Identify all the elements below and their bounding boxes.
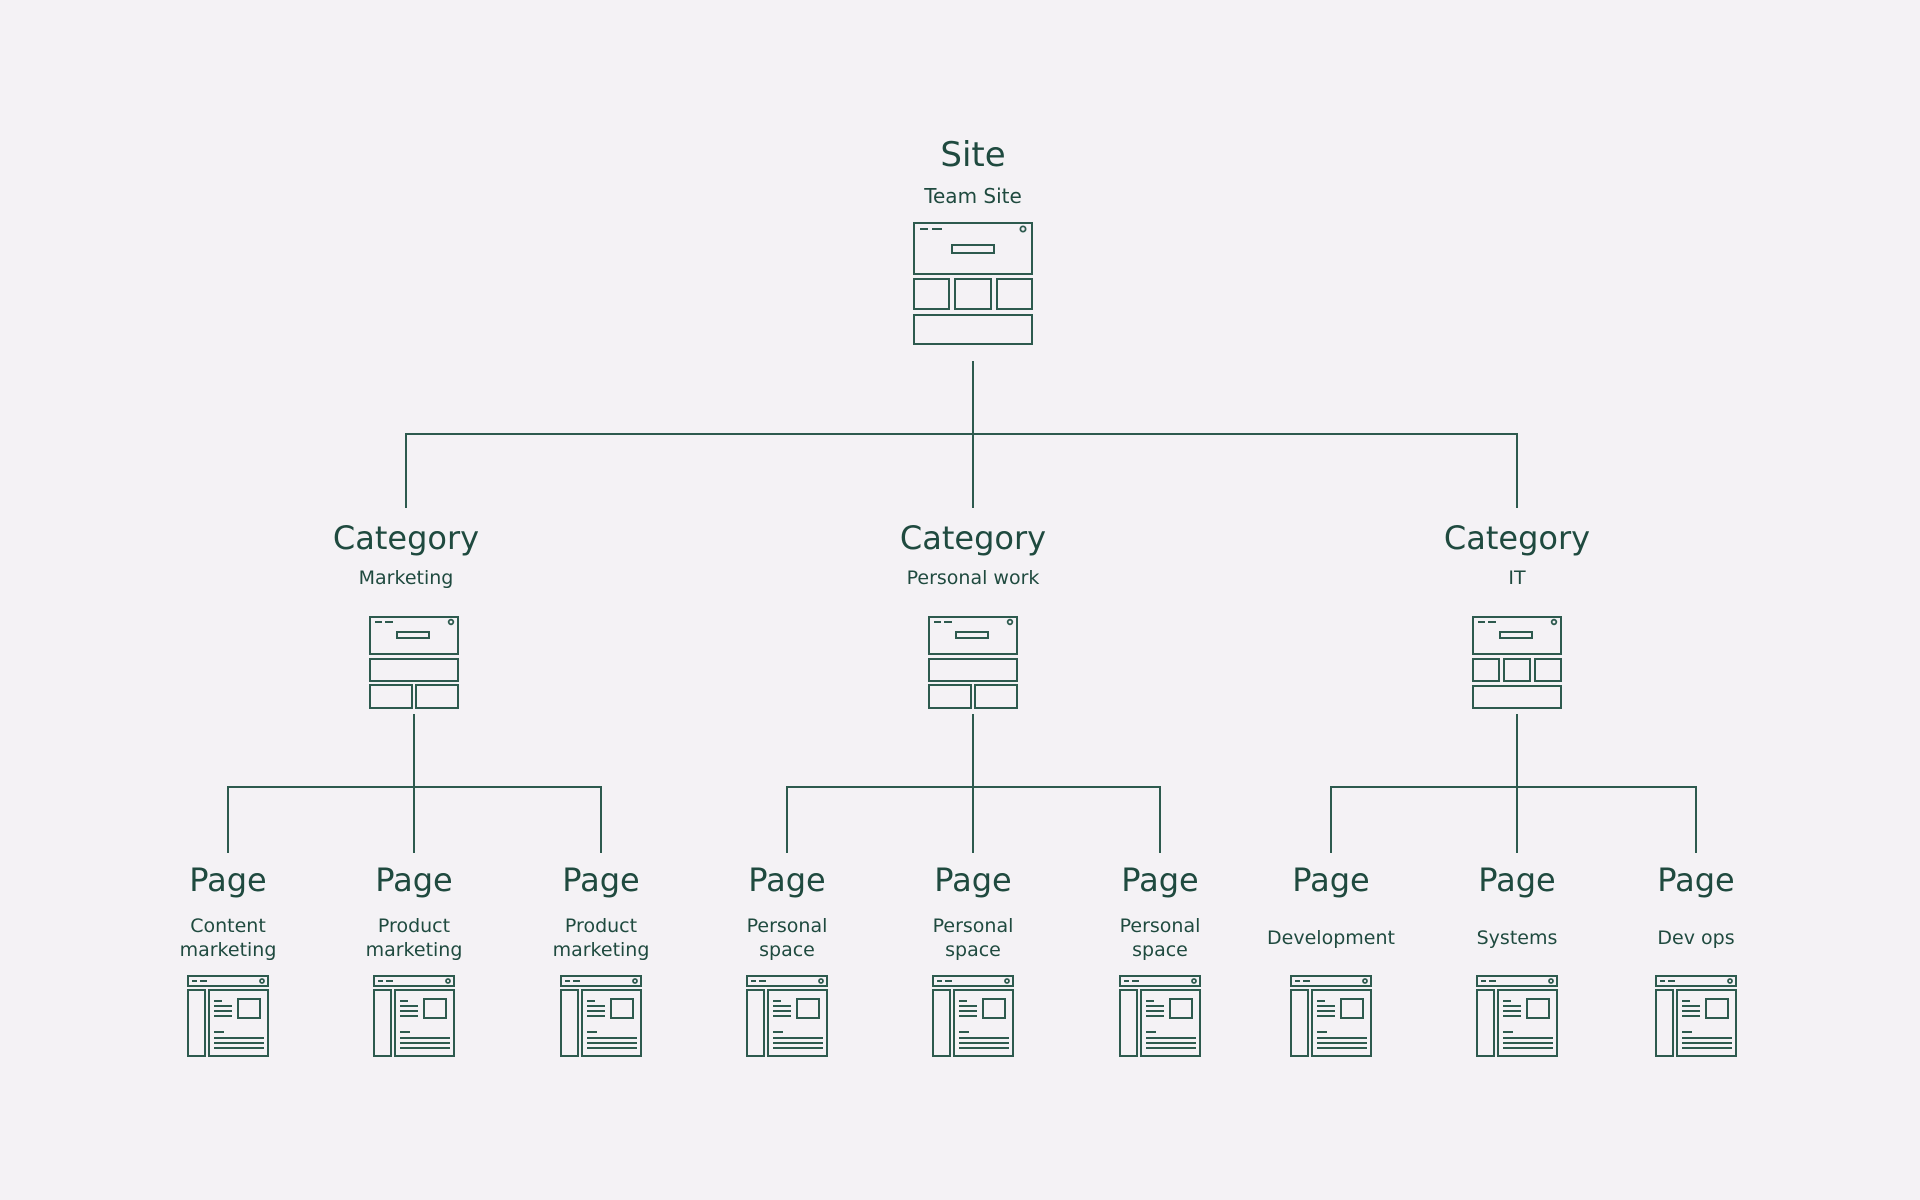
node-type-label: Page — [375, 861, 453, 899]
node-type-label: Page — [934, 861, 1012, 899]
node-name-line: Systems — [1476, 927, 1558, 949]
node-name-line: space — [945, 939, 1001, 961]
category-node-it: Category IT — [1387, 518, 1647, 590]
node-name-label: Team Site — [924, 184, 1022, 208]
node-type-label: Site — [940, 135, 1006, 175]
node-type-label: Page — [748, 861, 826, 899]
node-name-line: Personal — [932, 915, 1014, 937]
page-layout-icon — [932, 975, 1014, 1057]
page-layout-icon — [373, 975, 455, 1057]
category-icon-marketing — [284, 608, 544, 710]
page-layout-icon — [1655, 975, 1737, 1057]
page-layout-icon — [187, 975, 269, 1057]
category-icon-personal-work — [843, 608, 1103, 710]
category-icon-it — [1387, 608, 1647, 710]
node-type-label: Page — [1292, 861, 1370, 899]
page-layout-icon — [1476, 975, 1558, 1057]
node-name-label: Dev ops — [1566, 914, 1826, 962]
node-type-label: Page — [1657, 861, 1735, 899]
node-name-line: Personal — [1119, 915, 1201, 937]
page-layout-icon — [746, 975, 828, 1057]
node-type-label: Page — [562, 861, 640, 899]
node-name-label: Development — [1201, 914, 1461, 962]
node-name-line: marketing — [179, 939, 277, 961]
node-name-line: space — [1132, 939, 1188, 961]
node-name-line: space — [759, 939, 815, 961]
node-name-line: Dev ops — [1657, 927, 1735, 949]
node-type-label: Category — [899, 519, 1047, 557]
category-node-marketing: Category Marketing — [276, 518, 536, 590]
category-node-personal-work: Category Personal work — [843, 518, 1103, 590]
node-type-label: Page — [1478, 861, 1556, 899]
node-name-line: Personal — [746, 915, 828, 937]
node-name-line: Content — [190, 915, 266, 937]
page-layout-icon — [1119, 975, 1201, 1057]
node-type-label: Category — [1443, 519, 1591, 557]
node-name-label: Marketing — [358, 567, 454, 589]
node-name-line: marketing — [552, 939, 650, 961]
node-name-line: Development — [1267, 927, 1395, 949]
node-name-line: marketing — [365, 939, 463, 961]
node-name-label: Systems — [1387, 914, 1647, 962]
site-layout-icon — [913, 222, 1033, 345]
category-layout-two-column-icon — [369, 616, 459, 709]
category-layout-three-column-icon — [1472, 616, 1562, 709]
node-name-line: Product — [564, 915, 638, 937]
node-type-label: Page — [189, 861, 267, 899]
node-name-label: Personal work — [906, 567, 1040, 589]
node-name-line: Product — [377, 915, 451, 937]
site-node: Site Team Site — [843, 133, 1103, 347]
category-layout-two-column-icon — [928, 616, 1018, 709]
node-type-label: Page — [1121, 861, 1199, 899]
node-name-label: IT — [1508, 567, 1526, 589]
page-layout-icon — [1290, 975, 1372, 1057]
page-layout-icon — [560, 975, 642, 1057]
node-type-label: Category — [332, 519, 480, 557]
